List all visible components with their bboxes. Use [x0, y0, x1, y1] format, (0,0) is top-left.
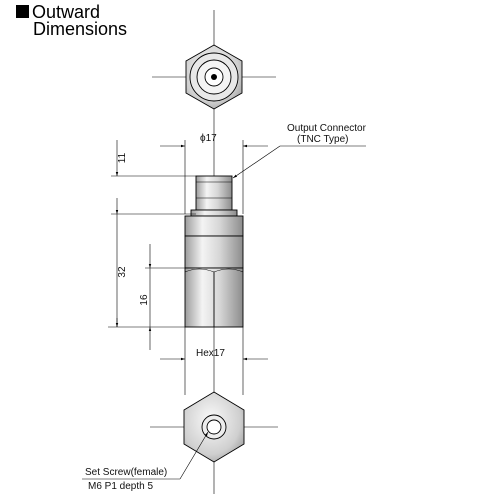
dim-hex-size-label: Hex17: [196, 348, 225, 359]
bottom-view: [150, 391, 278, 463]
callout-set-screw-line2: M6 P1 depth 5: [88, 481, 153, 492]
sensor-body: [184, 235, 244, 269]
page-title: Outward Dimensions: [16, 2, 128, 39]
set-screw-hole: [206, 419, 222, 435]
callout-connector-line2: (TNC Type): [297, 134, 349, 145]
dim-total-height: 32: [108, 198, 185, 328]
top-view: [152, 44, 276, 110]
dim-diameter-label: ϕ17: [200, 133, 217, 144]
dim-connector-height-label: 11: [117, 152, 128, 163]
leader-arrow: [179, 431, 209, 480]
hex-chamfer: [184, 268, 244, 273]
callout-output-connector: Output Connector (TNC Type): [232, 123, 367, 179]
dim-hex-height-label: 16: [139, 294, 150, 306]
callout-set-screw: Set Screw(female) M6 P1 depth 5: [82, 431, 209, 492]
title-line1: Outward: [32, 2, 101, 22]
dim-hex-size: Hex17: [160, 327, 268, 395]
callout-set-screw-line1: Set Screw(female): [85, 467, 167, 478]
leader-arrow: [232, 145, 281, 179]
tnc-connector: [195, 175, 233, 211]
dim-total-height-label: 32: [117, 266, 128, 278]
connector-collar: [190, 209, 238, 217]
top-center-pin: [211, 74, 217, 80]
dim-hex-height: 16: [139, 244, 185, 350]
title-square-icon: [16, 5, 29, 18]
dim-diameter: ϕ17: [160, 133, 268, 214]
side-view: [184, 175, 244, 328]
dim-connector-height: 11: [111, 140, 196, 215]
callout-connector-line1: Output Connector: [287, 123, 367, 134]
title-line2: Dimensions: [33, 19, 128, 39]
sensor-body-flange: [184, 215, 244, 237]
